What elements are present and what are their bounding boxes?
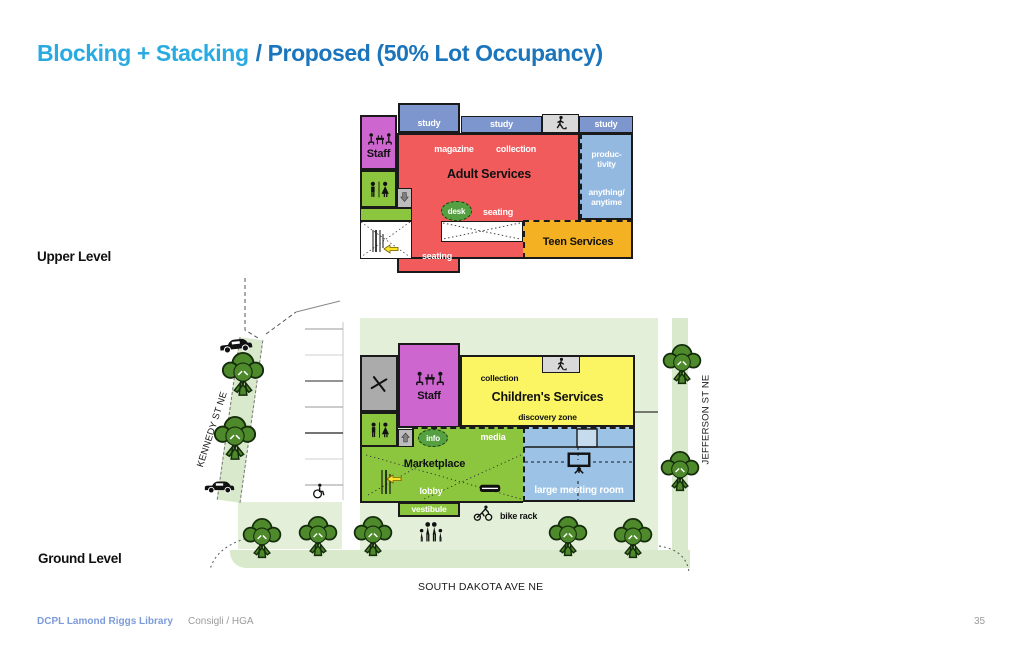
entry-arrow-icon xyxy=(386,474,402,484)
reception-desk-icon xyxy=(414,369,446,388)
teen-services-label: Teen Services xyxy=(542,236,614,248)
sidewalk-strip-south xyxy=(230,550,690,568)
anything-label-2: anytime xyxy=(591,197,622,207)
elevator-ground xyxy=(398,429,413,447)
street-label-kennedy: KENNEDY ST NE xyxy=(194,390,230,469)
meeting-room-lines xyxy=(525,428,633,500)
ground-level-label: Ground Level xyxy=(38,551,122,566)
seating-upper-label: seating xyxy=(482,207,514,217)
tree-icon xyxy=(298,516,338,558)
room-study-2: study xyxy=(461,116,542,133)
shelving-block xyxy=(441,221,523,242)
adult-services-label: Adult Services xyxy=(446,167,532,181)
footer-architects: Consigli / HGA xyxy=(188,616,254,627)
upper-level-label: Upper Level xyxy=(37,249,111,264)
large-meeting-room-label: large meeting room xyxy=(534,485,624,496)
entry-arrow-icon xyxy=(383,244,399,254)
discovery-zone-label: discovery zone xyxy=(518,412,577,422)
room-study-3: study xyxy=(579,116,633,133)
room-staff-upper: Staff xyxy=(360,115,397,170)
tree-icon xyxy=(548,516,588,558)
street-label-jefferson: JEFFERSON ST NE xyxy=(699,374,711,465)
elevator-down-icon xyxy=(400,191,409,203)
reception-desk-icon xyxy=(366,131,394,147)
study-2-label: study xyxy=(489,119,513,129)
seating-lower-label: seating xyxy=(421,251,453,261)
productivity-label-1: produc- xyxy=(591,149,622,159)
room-vestibule: vestibule xyxy=(398,503,460,517)
restroom-icon xyxy=(365,180,393,199)
title-secondary: / Proposed (50% Lot Occupancy) xyxy=(255,40,604,66)
shelf-x-icon xyxy=(442,222,521,240)
info-ellipse: info xyxy=(418,429,448,447)
magazine-label: magazine xyxy=(434,144,474,154)
street-label-jefferson-wrap: JEFFERSON ST NE xyxy=(658,372,753,467)
study-3-label: study xyxy=(594,119,618,129)
staff-upper-label: Staff xyxy=(366,148,391,160)
stairwell-block-ground xyxy=(542,356,580,373)
family-icon xyxy=(416,521,446,544)
childrens-services-label: Children's Services xyxy=(491,390,604,404)
wheelchair-icon xyxy=(312,483,325,499)
utility-x-icon xyxy=(368,373,390,395)
street-label-south-dakota: SOUTH DAKOTA AVE NE xyxy=(418,581,544,593)
elevator-up-icon xyxy=(401,432,410,443)
car-icon xyxy=(203,479,236,494)
lobby-label: lobby xyxy=(419,486,443,496)
collection-ground-label: collection xyxy=(480,373,519,383)
info-label: info xyxy=(426,433,440,443)
stairwell-person-icon xyxy=(554,357,568,371)
footer-library-name: DCPL Lamond Riggs Library xyxy=(37,616,173,627)
bench-icon xyxy=(479,484,501,493)
staff-ground-label: Staff xyxy=(417,390,441,402)
tree-icon xyxy=(242,518,282,560)
elevator-upper xyxy=(397,188,412,208)
anything-label-1: anything/ xyxy=(588,187,625,197)
stair-core-upper xyxy=(360,221,412,259)
media-label: media xyxy=(480,432,506,442)
room-study-1: study xyxy=(398,103,460,133)
utility-block xyxy=(360,355,398,412)
title-primary: Blocking + Stacking xyxy=(37,40,249,66)
desk-ellipse: desk xyxy=(441,201,472,221)
bike-rack-label: bike rack xyxy=(500,511,538,521)
room-marketplace: Marketplace lobby xyxy=(360,447,523,503)
room-large-meeting: large meeting room xyxy=(523,427,635,502)
productivity-label-2: tivity xyxy=(597,159,616,169)
collection-upper-label: collection xyxy=(495,144,536,154)
desk-label: desk xyxy=(447,206,466,216)
tree-icon xyxy=(613,518,653,560)
restroom-ground xyxy=(360,412,398,447)
restroom-icon xyxy=(366,421,393,439)
stairwell-person-icon xyxy=(553,115,568,130)
bike-rack-icon xyxy=(472,505,495,521)
projector-screen-icon xyxy=(565,452,593,475)
stairs-icon xyxy=(360,221,411,258)
street-label-kennedy-wrap: KENNEDY ST NE xyxy=(162,382,262,477)
study-1-label: study xyxy=(417,118,441,128)
tree-icon xyxy=(353,516,393,558)
marketplace-label: Marketplace xyxy=(403,458,466,470)
stairwell-block-upper xyxy=(542,114,579,133)
room-staff-ground: Staff xyxy=(398,343,460,428)
page-title: Blocking + Stacking/ Proposed (50% Lot O… xyxy=(37,40,603,67)
page-number: 35 xyxy=(974,616,986,627)
restroom-upper xyxy=(360,170,397,208)
vestibule-label: vestibule xyxy=(411,504,447,514)
room-teen-services: Teen Services xyxy=(523,220,633,259)
room-productivity: produc- tivity anything/ anytime xyxy=(580,133,633,220)
room-adult-services-south xyxy=(397,259,460,273)
green-strip-upper xyxy=(360,208,412,221)
